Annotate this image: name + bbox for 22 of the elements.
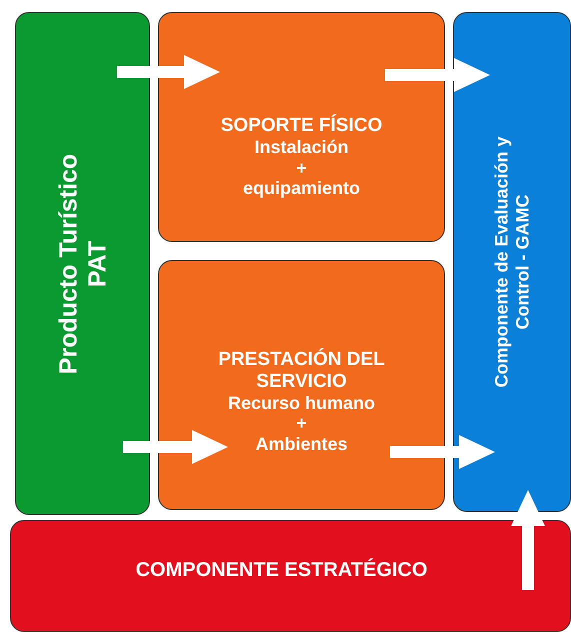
component-box	[158, 12, 445, 242]
component-text: equipamiento	[242, 178, 360, 199]
component-box	[453, 12, 571, 512]
component-text: +	[296, 158, 307, 178]
arrow	[123, 430, 228, 464]
component-box	[15, 12, 150, 515]
component-label: Producto Turístico	[54, 153, 82, 374]
component-label: Componente de Evaluación y Control - GAMC	[491, 135, 533, 390]
arrow	[511, 490, 545, 590]
banner-box	[10, 520, 571, 632]
component-title: SOPORTE FÍSICO	[220, 115, 382, 137]
component-text: Recurso humano	[228, 392, 376, 414]
component-label: PAT	[82, 240, 112, 287]
arrow	[390, 435, 495, 469]
component-box	[158, 260, 445, 510]
component-title: PRESTACIÓN DEL SERVICIO	[217, 349, 386, 393]
component-text: +	[296, 413, 307, 434]
arrow	[385, 58, 490, 92]
component-text: Instalación	[254, 136, 349, 158]
component-title: COMPONENTE ESTRATÉGICO	[136, 559, 428, 582]
arrow	[117, 55, 220, 89]
component-text: Ambientes	[255, 434, 348, 455]
